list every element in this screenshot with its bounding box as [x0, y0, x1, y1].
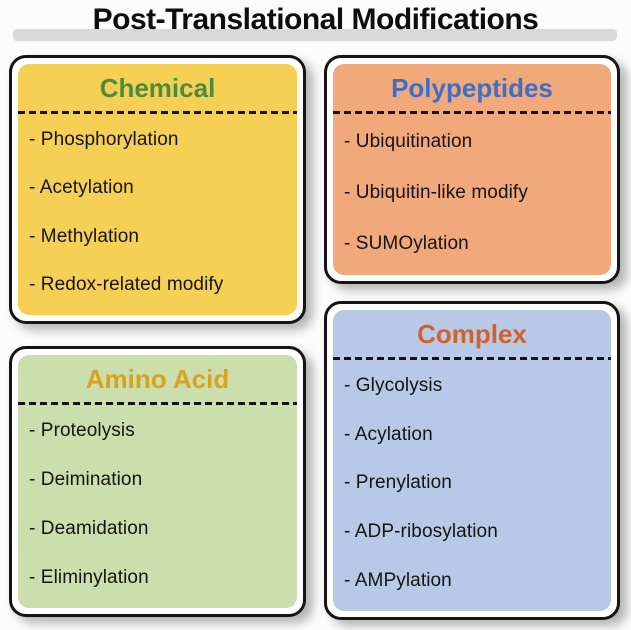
- card-panel: Polypeptides - Ubiquitination- Ubiquitin…: [333, 64, 611, 275]
- card-title: Amino Acid: [85, 364, 230, 394]
- page-header: Post-Translational Modifications: [0, 0, 631, 52]
- list-item: - Methylation: [29, 225, 140, 247]
- modification-list: - Ubiquitination - Ubiquitin-like modify -…: [333, 114, 611, 275]
- list-item: - Acylation: [344, 423, 433, 445]
- list-item: - SUMOylation: [344, 232, 469, 254]
- list-item: - AMPylation: [344, 569, 452, 591]
- category-card-polypeptides: Polypeptides - Ubiquitination- Ubiquitin…: [324, 55, 620, 284]
- card-panel: Complex - Glycolysis - Acylation - Prenyla…: [333, 310, 611, 611]
- card-panel: Amino Acid - Proteolysis - Deimination - D…: [18, 355, 297, 608]
- list-item: - Eliminylation: [29, 566, 149, 588]
- list-item: - Prenylation: [344, 472, 452, 494]
- card-panel: Chemical - Phosphorylation- Acetylation-…: [18, 64, 297, 315]
- card-title: Polypeptides: [391, 73, 553, 103]
- list-item: - Proteolysis: [29, 420, 135, 442]
- page-title: Post-Translational Modifications: [92, 3, 539, 36]
- modification-list: - Proteolysis - Deimination - Deamidation -…: [18, 405, 297, 608]
- title-underline-bar: [13, 29, 617, 41]
- list-item: - Phosphorylation: [29, 129, 179, 151]
- category-card-chemical: Chemical - Phosphorylation- Acetylation-…: [9, 55, 306, 324]
- dashed-divider: [333, 357, 611, 360]
- dashed-divider: [333, 111, 611, 114]
- list-item: - ADP-ribosylation: [344, 521, 498, 543]
- list-item: - Ubiquitination: [344, 130, 473, 152]
- modification-list: - Phosphorylation - Acetylation - Methylat…: [18, 114, 297, 315]
- dashed-divider: [18, 402, 297, 405]
- category-card-amino-acid: Amino Acid - Proteolysis - Deimination - D…: [9, 346, 306, 617]
- card-title: Chemical: [99, 73, 216, 103]
- list-item: - Glycolysis: [344, 375, 443, 397]
- modification-list: - Glycolysis - Acylation - Prenylation - AD…: [333, 360, 611, 611]
- list-item: - Ubiquitin-like modify: [344, 181, 528, 203]
- category-card-complex: Complex - Glycolysis - Acylation - Prenyla…: [324, 301, 620, 620]
- list-item: - Deamidation: [29, 517, 149, 539]
- card-title: Complex: [417, 319, 527, 349]
- list-item: - Redox-related modify: [29, 273, 224, 295]
- dashed-divider: [18, 111, 297, 114]
- list-item: - Acetylation: [29, 177, 134, 199]
- list-item: - Deimination: [29, 469, 143, 491]
